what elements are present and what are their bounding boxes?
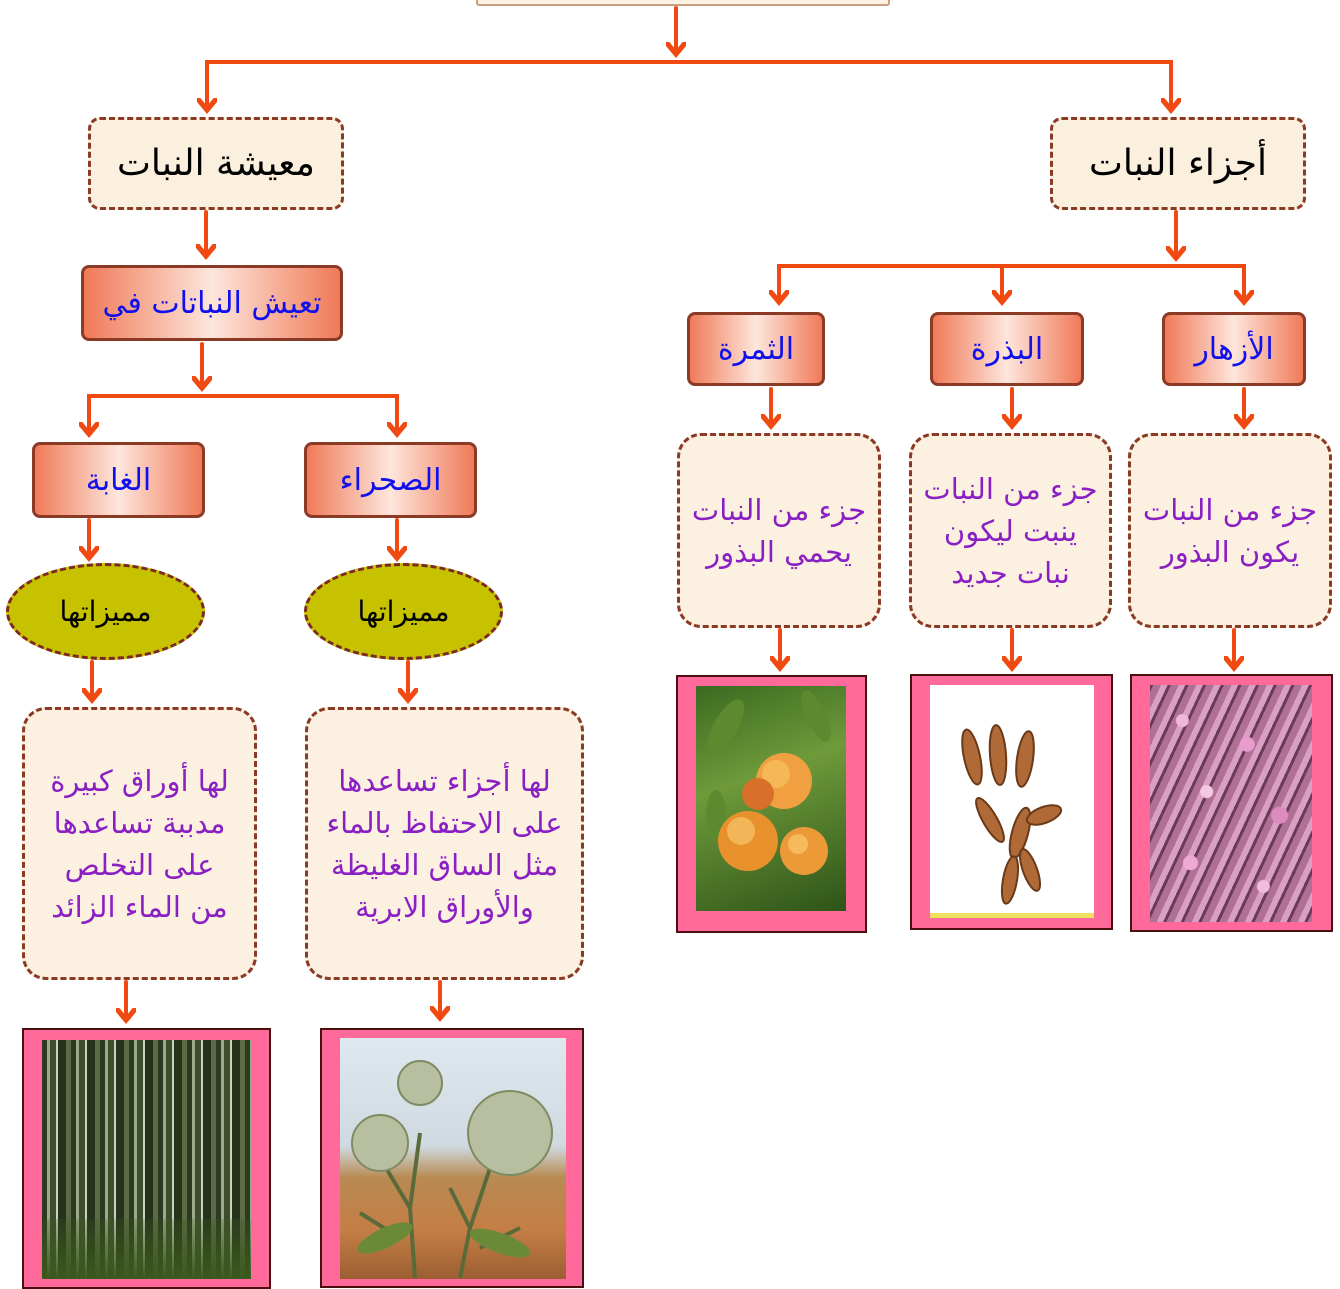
seed-description: جزء من النبات ينبت ليكون نبات جديد — [909, 433, 1112, 628]
fruit-photo — [696, 686, 846, 911]
plant-parts-title: أجزاء النبات — [1050, 117, 1306, 210]
flowers-description: جزء من النبات يكون البذور — [1128, 433, 1332, 628]
fruit-label: الثمرة — [687, 312, 825, 386]
root-node — [476, 0, 890, 6]
flowers-photo — [1150, 685, 1312, 922]
flowers-label: الأزهار — [1162, 312, 1306, 386]
forest-features-ellipse: مميزاتها — [6, 563, 205, 660]
fruit-description: جزء من النبات يحمي البذور — [677, 433, 881, 628]
forest-photo — [42, 1040, 251, 1279]
plants-live-in-label: تعيش النباتات في — [81, 265, 343, 341]
plant-living-title: معيشة النبات — [88, 117, 344, 210]
seeds-photo — [930, 685, 1094, 918]
desert-description: لها أجزاء تساعدها على الاحتفاظ بالماء مث… — [305, 707, 584, 980]
desert-features-ellipse: مميزاتها — [304, 563, 503, 660]
seed-label: البذرة — [930, 312, 1084, 386]
forest-description: لها أوراق كبيرة مدببة تساعدها على التخلص… — [22, 707, 257, 980]
forest-label: الغابة — [32, 442, 205, 518]
desert-plant-photo — [340, 1038, 566, 1279]
desert-label: الصحراء — [304, 442, 477, 518]
